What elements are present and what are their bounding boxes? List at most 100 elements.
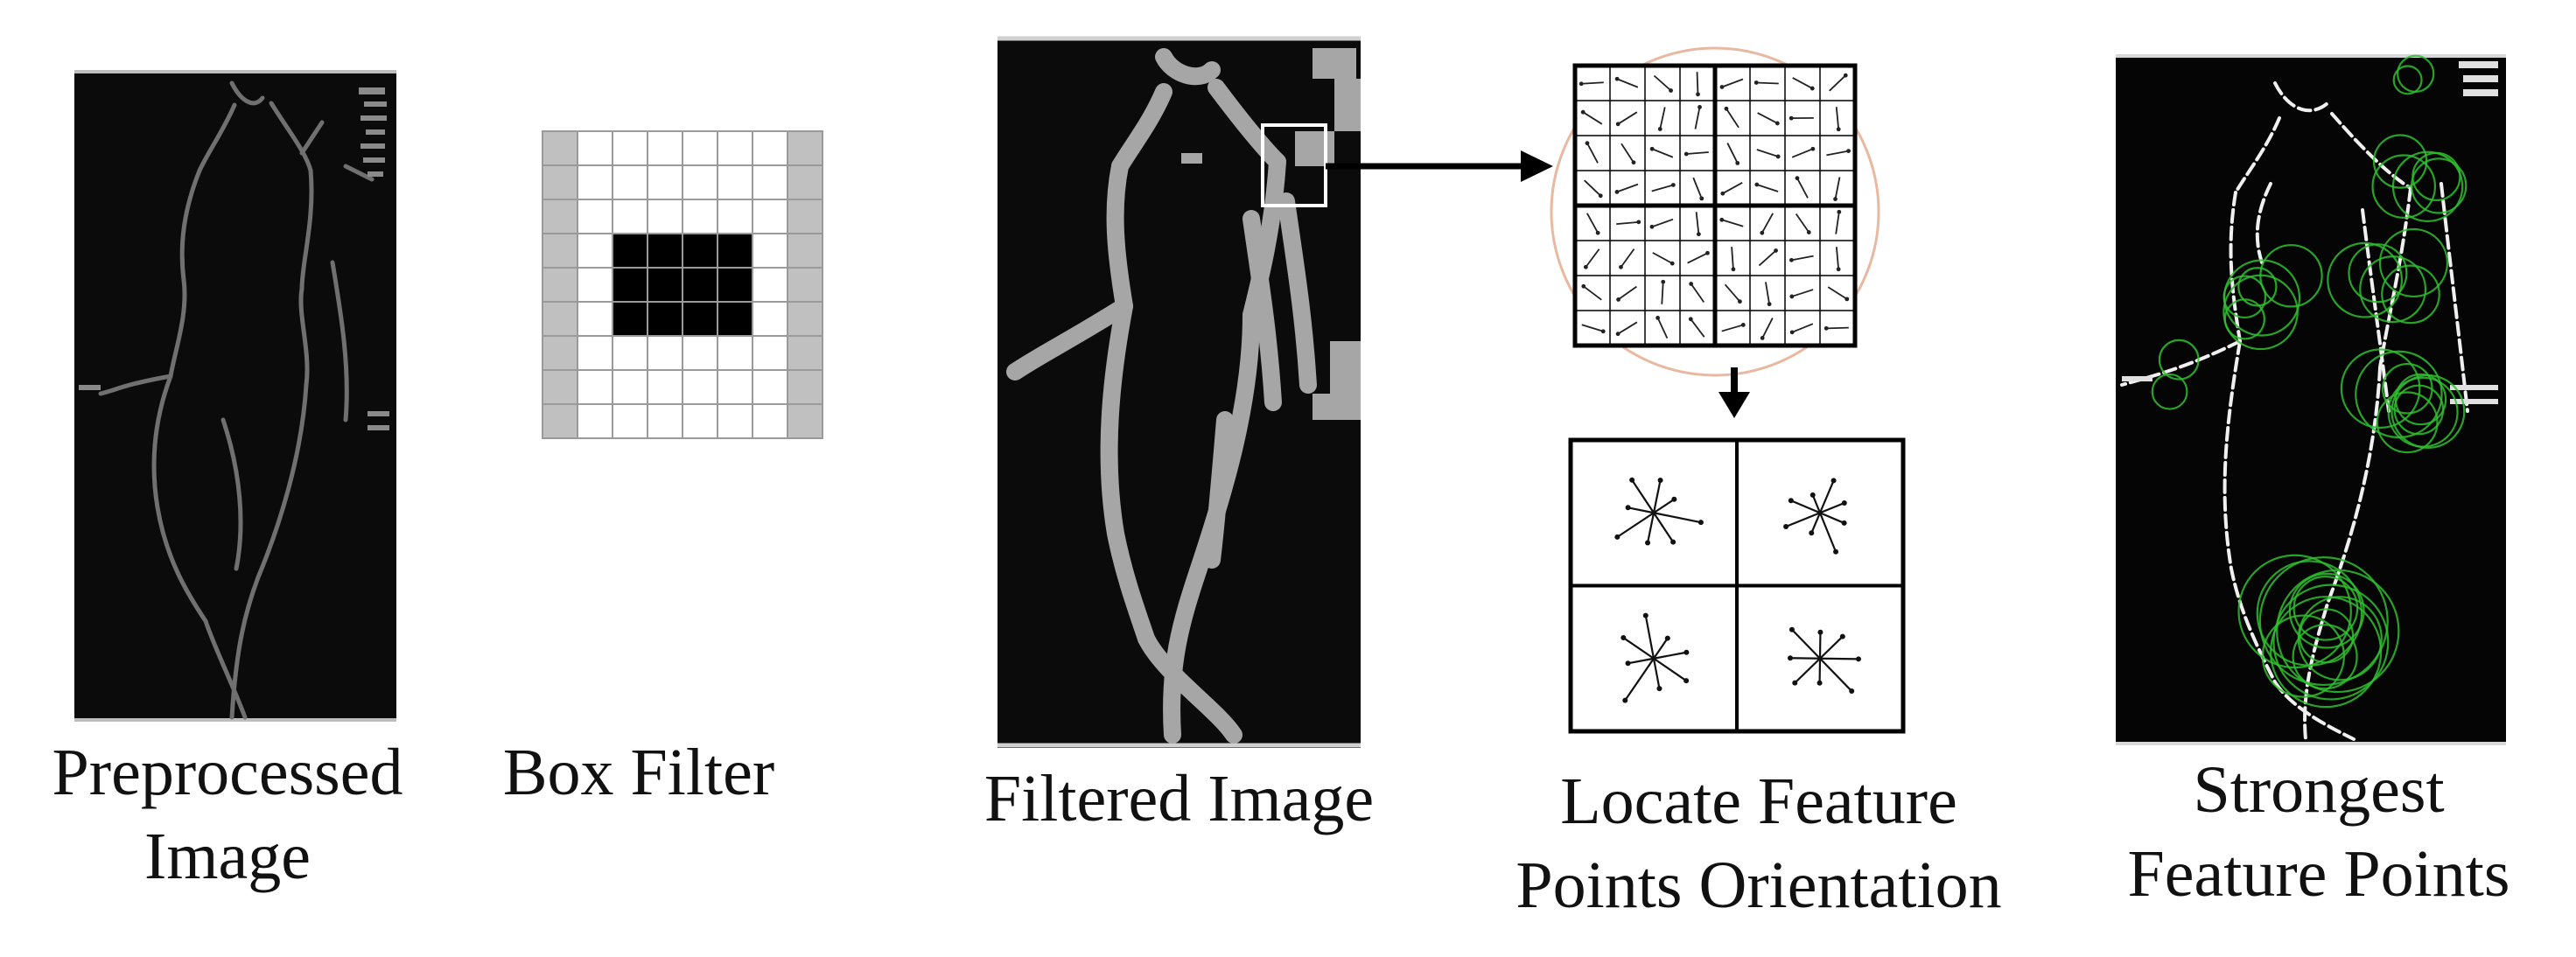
orientation-ray-head — [1831, 478, 1837, 483]
box-filter-cell — [612, 199, 648, 234]
box-filter-cell — [612, 370, 648, 404]
gradient-arrow-head — [1584, 265, 1588, 269]
caption-locate: Locate Feature Points Orientation — [1470, 759, 2048, 927]
orientation-ray-head — [1817, 630, 1823, 635]
gradient-arrow-head — [1725, 107, 1729, 111]
gradient-arrow-head — [1837, 267, 1841, 271]
gradient-arrow-head — [1615, 190, 1620, 194]
gradient-arrow-head — [1732, 267, 1736, 271]
gradient-arrow-head — [1824, 326, 1829, 331]
box-filter-cell — [682, 404, 718, 438]
box-filter-cell — [718, 336, 752, 370]
orientation-ray-head — [1670, 540, 1676, 545]
orientation-ray-head — [1817, 681, 1823, 686]
gradient-arrow — [1826, 328, 1849, 329]
box-filter-cell — [682, 165, 718, 199]
box-filter-cell — [788, 370, 822, 404]
orientation-ray-head — [1629, 478, 1634, 483]
box-filter-cell — [682, 234, 718, 268]
gradient-arrow-head — [1844, 297, 1849, 301]
caption-preprocessed: Preprocessed Image — [9, 730, 446, 898]
filtered-image-panel — [998, 37, 1361, 748]
orientation-grid-panel — [1551, 48, 1879, 375]
gradient-arrow-head — [1636, 220, 1641, 224]
box-filter-cell — [752, 302, 788, 336]
box-filter-cell — [648, 404, 682, 438]
box-filter-cell — [718, 131, 752, 165]
gradient-arrow-head — [1619, 265, 1623, 269]
box-filter-cell — [718, 234, 752, 268]
caption-strongest-line2: Feature Points — [2082, 832, 2555, 916]
box-filter-cell — [788, 302, 822, 336]
gradient-arrow-head — [1689, 317, 1693, 321]
box-filter-cell — [578, 199, 612, 234]
box-filter-cell — [542, 268, 578, 302]
caption-filtered-line1: Filtered Image — [945, 757, 1413, 841]
gradient-arrow-head — [1596, 231, 1600, 235]
orientation-ray-head — [1645, 541, 1650, 546]
box-filter-cell — [682, 131, 718, 165]
orientation-ray-head — [1656, 686, 1662, 691]
box-filter-cell — [788, 199, 822, 234]
box-filter-cell — [612, 302, 648, 336]
gradient-arrow-head — [1581, 110, 1586, 115]
orientation-grid — [1575, 66, 1855, 346]
gradient-arrow-head — [1810, 147, 1815, 151]
box-filter-cell — [542, 165, 578, 199]
gradient-arrow-head — [1789, 116, 1794, 121]
box-filter-cell — [578, 302, 612, 336]
box-filter-cell — [542, 404, 578, 438]
box-filter-cell — [578, 370, 612, 404]
caption-strongest: Strongest Feature Points — [2082, 748, 2555, 916]
orientation-ray-head — [1833, 549, 1838, 555]
orientation-ray-head — [1614, 534, 1620, 540]
gradient-arrow-head — [1807, 230, 1811, 234]
box-filter-cell — [752, 336, 788, 370]
caption-locate-line1: Locate Feature — [1470, 759, 2048, 843]
gradient-arrow-head — [1760, 231, 1764, 235]
box-filter-grid — [542, 131, 822, 438]
box-filter-cell — [788, 234, 822, 268]
gradient-arrow-head — [1579, 81, 1584, 86]
caption-box-filter: Box Filter — [464, 730, 814, 814]
box-filter-cell — [648, 268, 682, 302]
gradient-arrow-head — [1599, 193, 1603, 198]
orientation-ray-head — [1842, 520, 1847, 526]
box-filter-cell — [648, 302, 682, 336]
box-filter-cell — [752, 199, 788, 234]
gradient-arrow-head — [1790, 330, 1795, 334]
orientation-ray-head — [1626, 505, 1631, 510]
gradient-arrow-head — [1754, 183, 1759, 187]
box-filter-cell — [752, 268, 788, 302]
gradient-arrow-head — [1768, 302, 1772, 306]
gradient-arrow-head — [1689, 282, 1693, 286]
gradient-arrow-head — [1754, 80, 1759, 85]
orientation-ray-head — [1620, 635, 1626, 640]
box-filter-cell — [788, 165, 822, 199]
gradient-arrow-head — [1699, 196, 1704, 200]
box-filter-cell — [542, 131, 578, 165]
gradient-arrow-head — [1658, 127, 1662, 131]
gradient-arrow-head — [1684, 152, 1689, 157]
box-filter-cell — [648, 131, 682, 165]
box-filter-cell — [718, 302, 752, 336]
box-filter-cell — [788, 268, 822, 302]
gradient-arrow-head — [1846, 149, 1851, 153]
gradient-arrow — [1756, 82, 1779, 83]
box-filter-cell — [542, 370, 578, 404]
gradient-arrow-head — [1789, 258, 1794, 262]
gradient-arrow-head — [1810, 87, 1815, 91]
orientation-ray-head — [1626, 660, 1631, 666]
box-filter-cell — [612, 165, 648, 199]
orientation-ray-head — [1840, 634, 1845, 639]
caption-filtered: Filtered Image — [945, 757, 1413, 841]
gradient-arrow-head — [1705, 251, 1710, 255]
gradient-arrow-head — [1586, 141, 1590, 145]
box-filter-cell — [648, 370, 682, 404]
orientation-ray-head — [1809, 530, 1814, 535]
gradient-arrow-head — [1669, 88, 1673, 93]
box-filter-cell — [682, 370, 718, 404]
box-filter-cell — [542, 199, 578, 234]
box-filter-cell — [752, 370, 788, 404]
